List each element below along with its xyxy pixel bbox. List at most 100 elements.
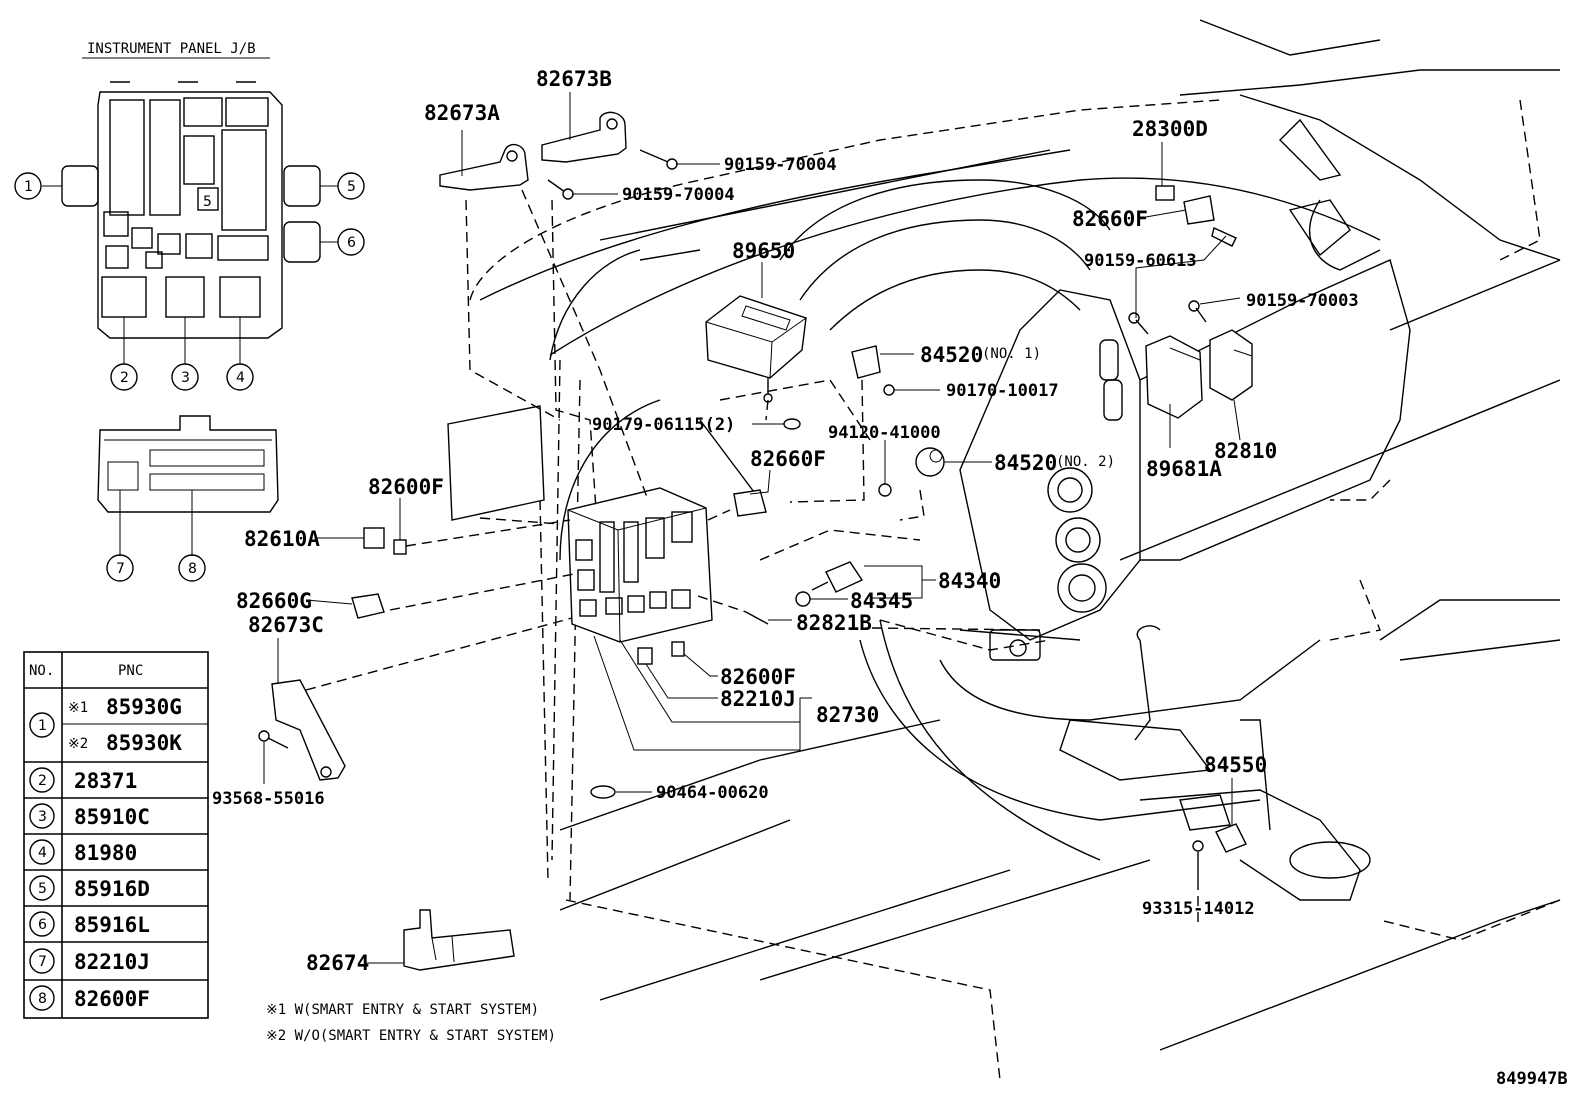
table-header-pnc: PNC: [118, 663, 143, 679]
label-84340: 84340: [938, 569, 1001, 593]
label-82660f-top: 82660F: [1072, 207, 1148, 231]
switch-84520-no1: [851, 345, 895, 396]
bolt-90159-60613: [1128, 227, 1237, 335]
row-pnc-6: 85916L: [74, 913, 150, 937]
ecu-89650: [705, 295, 807, 403]
row-pnc-3: 85910C: [74, 805, 150, 829]
nut-90179-06115: [783, 418, 801, 430]
label-90179-06115: 90179-06115(2): [592, 415, 735, 435]
connector-82660f-top: [1183, 195, 1215, 225]
callout-7: 7: [106, 554, 134, 582]
bolt-93568-55016: [258, 730, 289, 749]
switch-84550: [1215, 823, 1247, 853]
junction-block-assembly: [567, 487, 713, 643]
row-no-2: 2: [38, 773, 47, 789]
label-90159-70003: 90159-70003: [1246, 291, 1359, 311]
label-90159-60613: 90159-60613: [1084, 251, 1197, 271]
connector-82610a: [363, 527, 385, 549]
row-no-7: 7: [38, 954, 47, 970]
connector-82660g: [351, 593, 385, 619]
connector-82600f-low: [671, 641, 685, 657]
label-84345: 84345: [850, 589, 913, 613]
pnc-table: NO. PNC 1 ※1 85930G ※2 85930K 2 28371 3 …: [23, 651, 209, 1019]
label-82821b: 82821B: [796, 611, 872, 635]
row-pnc-8: 82600F: [74, 987, 150, 1011]
label-82673b: 82673B: [536, 67, 612, 91]
row-pnc-1a: 85930G: [106, 695, 182, 719]
dashboard-outline: [469, 19, 1561, 1081]
label-84550: 84550: [1204, 753, 1267, 777]
row-no-8: 8: [38, 991, 47, 1007]
bracket-82674: [403, 909, 515, 971]
row-no-4: 4: [38, 845, 47, 861]
label-82610a: 82610A: [244, 527, 320, 551]
label-84520-no1-suffix: (NO. 1): [982, 346, 1041, 362]
label-82673a: 82673A: [424, 101, 500, 125]
label-28300d: 28300D: [1132, 117, 1208, 141]
label-93315-14012: 93315-14012: [1142, 899, 1255, 919]
row-pnc-1b: 85930K: [106, 731, 182, 755]
label-94120-41000: 94120-41000: [828, 423, 941, 443]
label-90464-00620: 90464-00620: [656, 783, 769, 803]
connector-82600f-left: [393, 539, 407, 555]
switch-84520-no2: [915, 447, 945, 477]
clip-82821b: [745, 611, 769, 625]
switch-84340: [811, 561, 864, 593]
clip-84345: [795, 591, 811, 607]
row-no-6: 6: [38, 917, 47, 933]
jb-rear-view: [97, 415, 279, 556]
label-82660g: 82660G: [236, 589, 312, 613]
ecu-panel-82730: [447, 405, 545, 521]
row-no-5: 5: [38, 881, 47, 897]
nut-94120-41000: [878, 483, 892, 497]
bolt-90159-70004-b: [547, 179, 574, 200]
diagram-code: 849947B: [1496, 1069, 1568, 1089]
label-90170-10017: 90170-10017: [946, 381, 1059, 401]
relay-28300d: [1155, 185, 1175, 201]
jb-inner-5: 5: [203, 194, 212, 210]
label-82673c: 82673C: [248, 613, 324, 637]
svg-text:6: 6: [347, 235, 356, 251]
label-84520-no2: 84520: [994, 451, 1057, 475]
svg-text:7: 7: [116, 561, 125, 577]
table-header-no: NO.: [29, 663, 54, 679]
receiver-89681a: [1145, 335, 1203, 419]
connector-82660f-mid: [733, 489, 767, 517]
svg-text:8: 8: [188, 561, 197, 577]
svg-text:3: 3: [181, 370, 190, 386]
callout-2: 2: [110, 363, 138, 391]
label-82730: 82730: [816, 703, 879, 727]
row-pnc-4: 81980: [74, 841, 137, 865]
bracket-82673b: [541, 111, 627, 163]
label-82674: 82674: [306, 951, 369, 975]
bolt-90159-70004-a: [639, 149, 678, 170]
callout-4: 4: [226, 363, 254, 391]
row-mark-1: ※1: [68, 700, 88, 716]
note-1: ※1 W(SMART ENTRY & START SYSTEM): [266, 1002, 539, 1018]
bolt-90159-70003: [1188, 300, 1207, 323]
row-no-3: 3: [38, 809, 47, 825]
leader-lines: [263, 92, 1241, 964]
note-2: ※2 W/O(SMART ENTRY & START SYSTEM): [266, 1028, 556, 1044]
bracket-82673a: [439, 143, 529, 191]
label-90159-70004-a: 90159-70004: [724, 155, 837, 175]
callout-5: 5: [337, 172, 365, 200]
label-82810: 82810: [1214, 439, 1277, 463]
row-pnc-5: 85916D: [74, 877, 150, 901]
row-mark-2: ※2: [68, 736, 88, 752]
bolt-93315-14012: [1192, 840, 1204, 890]
jb-front-view: INSTRUMENT PANEL J/B 5: [42, 41, 338, 364]
label-90159-70004-b: 90159-70004: [622, 185, 735, 205]
connector-82210j: [637, 647, 653, 665]
label-82600f-low: 82600F: [720, 665, 796, 689]
bracket-82673c: [271, 679, 346, 781]
callout-6: 6: [337, 228, 365, 256]
part-labels: 82673A 82673B 90159-70004 90159-70004 28…: [212, 67, 1359, 975]
callout-1: 1: [14, 172, 42, 200]
label-82600f-left: 82600F: [368, 475, 444, 499]
jb-title: INSTRUMENT PANEL J/B: [87, 41, 256, 57]
svg-text:4: 4: [236, 370, 245, 386]
label-89650: 89650: [732, 239, 795, 263]
label-82660f-mid: 82660F: [750, 447, 826, 471]
